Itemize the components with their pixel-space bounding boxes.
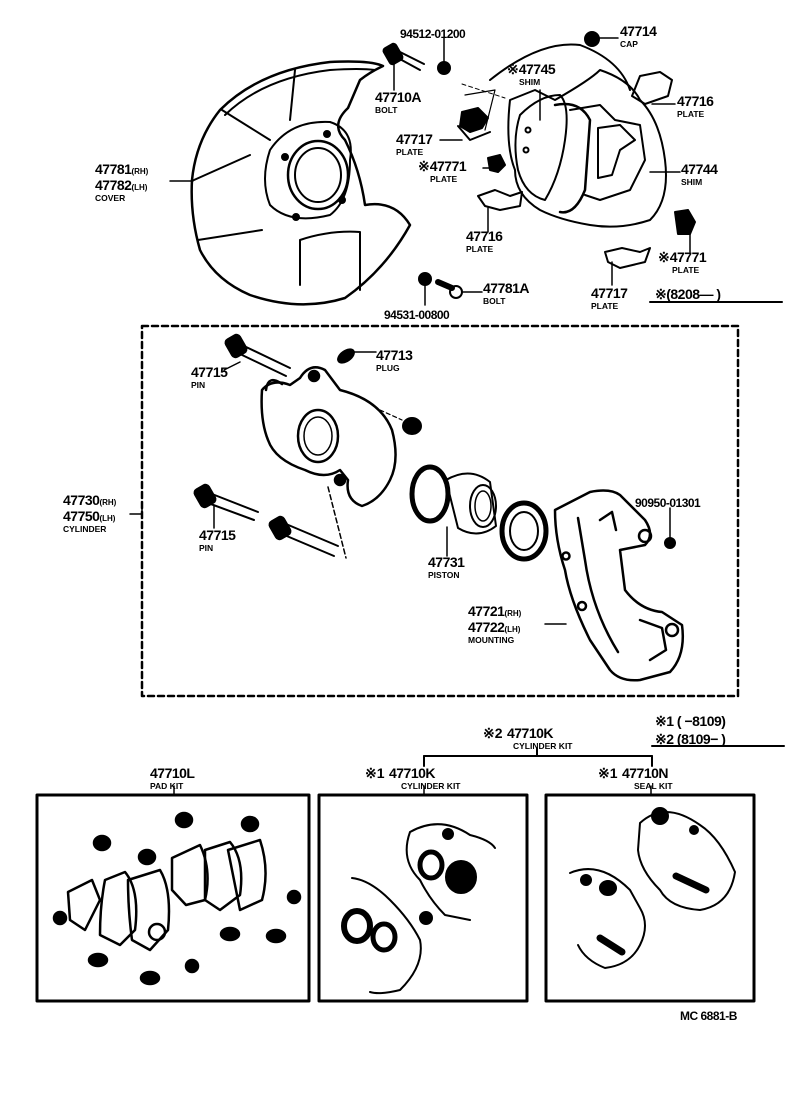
plate-clips-illustration [439,71,696,286]
seal-kit-frame [544,793,756,1003]
part-label-47781-47782-cover: 47781(RH) 47782(LH) COVER [95,161,149,203]
seal-kit-contents-illustration [569,807,736,969]
part-label-47717-plate-upper: 47717 PLATE [396,131,433,157]
part-label-47771-plate-upper: ※47771 PLATE [418,158,467,184]
legend-note-1: ※1 ( −8109) [655,713,726,729]
kit-label-seal-kit: ※1 47710N SEAL KIT [598,765,673,791]
part-label-94512-01200: 94512-01200 [400,27,466,41]
part-label-47717-plate-lower: 47717 PLATE [591,285,628,311]
part-label-47721-47722-mounting: 47721(RH) 47722(LH) MOUNTING [468,603,522,645]
part-label-90950-01301: 90950-01301 [635,496,701,510]
part-label-94531-00800: 94531-00800 [384,308,450,322]
kit-label-pad-kit: 47710L PAD KIT [150,765,195,791]
part-label-47716-plate-upper: 47716 PLATE [677,93,714,119]
piston-illustration [445,472,497,557]
part-label-47710A-bolt: 47710A BOLT [375,89,422,115]
part-label-47731-piston: 47731 PISTON [428,554,465,580]
kit-label-cylinder-kit-2: ※2 47710K CYLINDER KIT [483,725,573,751]
pin-illustrations [193,333,347,559]
part-label-47781A-bolt: 47781A BOLT [483,280,530,306]
brake-pad-assembly-illustration [489,43,667,228]
cylinder-kit-frame [317,793,529,1003]
part-label-47714-cap: 47714 CAP [620,23,657,49]
pad-kit-contents-illustration [52,811,302,986]
kit-label-cylinder-kit-1: ※1 47710K CYLINDER KIT [365,765,461,791]
part-label-47771-plate-lower: ※47771 PLATE [658,249,707,275]
legend-note-2: ※2 (8109− ) [655,731,726,747]
pad-kit-frame [35,793,311,1003]
part-label-47745-shim: ※47745 SHIM [507,61,556,87]
cylinder-kit-contents-illustration [341,823,496,995]
cylinder-body-illustration [260,366,397,508]
part-label-47716-plate-lower: 47716 PLATE [466,228,503,254]
diagram-reference-code: MC 6881-B [680,1009,737,1023]
part-label-47713-plug: 47713 PLUG [376,347,413,373]
part-label-47744-shim: 47744 SHIM [681,161,718,187]
part-label-47715-pin-lower: 47715 PIN [199,527,236,553]
part-label-47715-pin-upper: 47715 PIN [191,364,228,390]
dust-cover-illustration [190,60,412,306]
mounting-illustration [553,489,684,682]
star-range-note: ※(8208— ) [655,286,721,302]
part-label-47730-47750-cylinder: 47730(RH) 47750(LH) CYLINDER [63,492,117,534]
bolt-47710A-illustration [382,42,425,91]
